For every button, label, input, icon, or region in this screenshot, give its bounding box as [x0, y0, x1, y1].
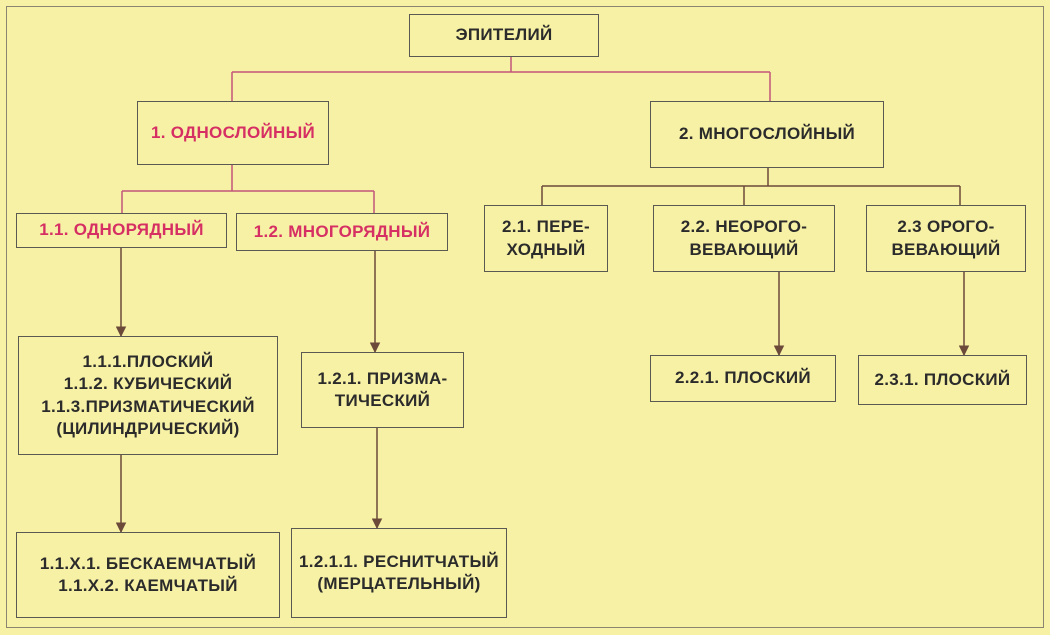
node-single-row-types-line2: 1.1.2. КУБИЧЕСКИЙ [63, 374, 233, 394]
node-border-types: 1.1.Х.1. БЕСКАЕМЧАТЫЙ 1.1.Х.2. КАЕМЧАТЫЙ [16, 532, 280, 618]
node-multi-row-label: 1.2. МНОГОРЯДНЫЙ [253, 221, 431, 241]
root-connector [231, 57, 771, 101]
node-transitional: 2.1. ПЕРЕ- ХОДНЫЙ [484, 205, 608, 272]
node-flat-nonker-label: 2.2.1. ПЛОСКИЙ [675, 368, 811, 388]
diagram-frame [6, 6, 1044, 628]
node-prismatic-line2: ТИЧЕСКИЙ [334, 391, 431, 410]
node-flat-nonker: 2.2.1. ПЛОСКИЙ [650, 355, 836, 402]
node-single-row-types-line4: (ЦИЛИНДРИЧЕСКИЙ) [56, 418, 240, 438]
node-ciliated-line2: (МЕРЦАТЕЛЬНЫЙ) [317, 574, 481, 593]
node-single-layer: 1. ОДНОСЛОЙНЫЙ [137, 101, 329, 165]
node-multi-row: 1.2. МНОГОРЯДНЫЙ [236, 213, 448, 251]
node-transitional-line1: 2.1. ПЕРЕ- [502, 217, 590, 237]
node-ciliated: 1.2.1.1. РЕСНИТЧАТЫЙ (МЕРЦАТЕЛЬНЫЙ) [291, 528, 507, 618]
node-epithelium: ЭПИТЕЛИЙ [409, 14, 599, 57]
node-flat-ker: 2.3.1. ПЛОСКИЙ [858, 355, 1027, 405]
node-non-keratinizing-line2: ВЕВАЮЩИЙ [689, 239, 799, 259]
node-non-keratinizing: 2.2. НЕОРОГО- ВЕВАЮЩИЙ [653, 205, 835, 272]
node-border-types-line2: 1.1.Х.2. КАЕМЧАТЫЙ [58, 576, 238, 595]
node-epithelium-label: ЭПИТЕЛИЙ [455, 25, 553, 45]
node-prismatic: 1.2.1. ПРИЗМА- ТИЧЕСКИЙ [301, 352, 464, 428]
node-ciliated-line1: 1.2.1.1. РЕСНИТЧАТЫЙ [299, 551, 499, 571]
node-multi-layer: 2. МНОГОСЛОЙНЫЙ [650, 101, 884, 168]
node-keratinizing-line1: 2.3 ОРОГО- [897, 217, 995, 237]
multi-layer-connector [541, 168, 961, 205]
node-non-keratinizing-line1: 2.2. НЕОРОГО- [680, 217, 808, 237]
node-single-row-label: 1.1. ОДНОРЯДНЫЙ [39, 220, 204, 240]
node-border-types-line1: 1.1.Х.1. БЕСКАЕМЧАТЫЙ [39, 553, 257, 573]
node-flat-ker-label: 2.3.1. ПЛОСКИЙ [874, 369, 1011, 389]
node-single-layer-label: 1. ОДНОСЛОЙНЫЙ [150, 122, 316, 142]
node-single-row-types: 1.1.1.ПЛОСКИЙ 1.1.2. КУБИЧЕСКИЙ 1.1.3.ПР… [18, 336, 278, 455]
single-layer-connector [121, 165, 375, 213]
node-single-row-types-line3: 1.1.3.ПРИЗМАТИЧЕСКИЙ [41, 396, 255, 416]
node-multi-layer-label: 2. МНОГОСЛОЙНЫЙ [678, 124, 856, 144]
node-prismatic-line1: 1.2.1. ПРИЗМА- [317, 368, 448, 388]
node-single-row-types-line1: 1.1.1.ПЛОСКИЙ [82, 352, 214, 372]
node-keratinizing-line2: ВЕВАЮЩИЙ [891, 239, 1001, 259]
node-transitional-line2: ХОДНЫЙ [506, 239, 586, 259]
node-keratinizing: 2.3 ОРОГО- ВЕВАЮЩИЙ [866, 205, 1026, 272]
node-single-row: 1.1. ОДНОРЯДНЫЙ [16, 213, 227, 248]
